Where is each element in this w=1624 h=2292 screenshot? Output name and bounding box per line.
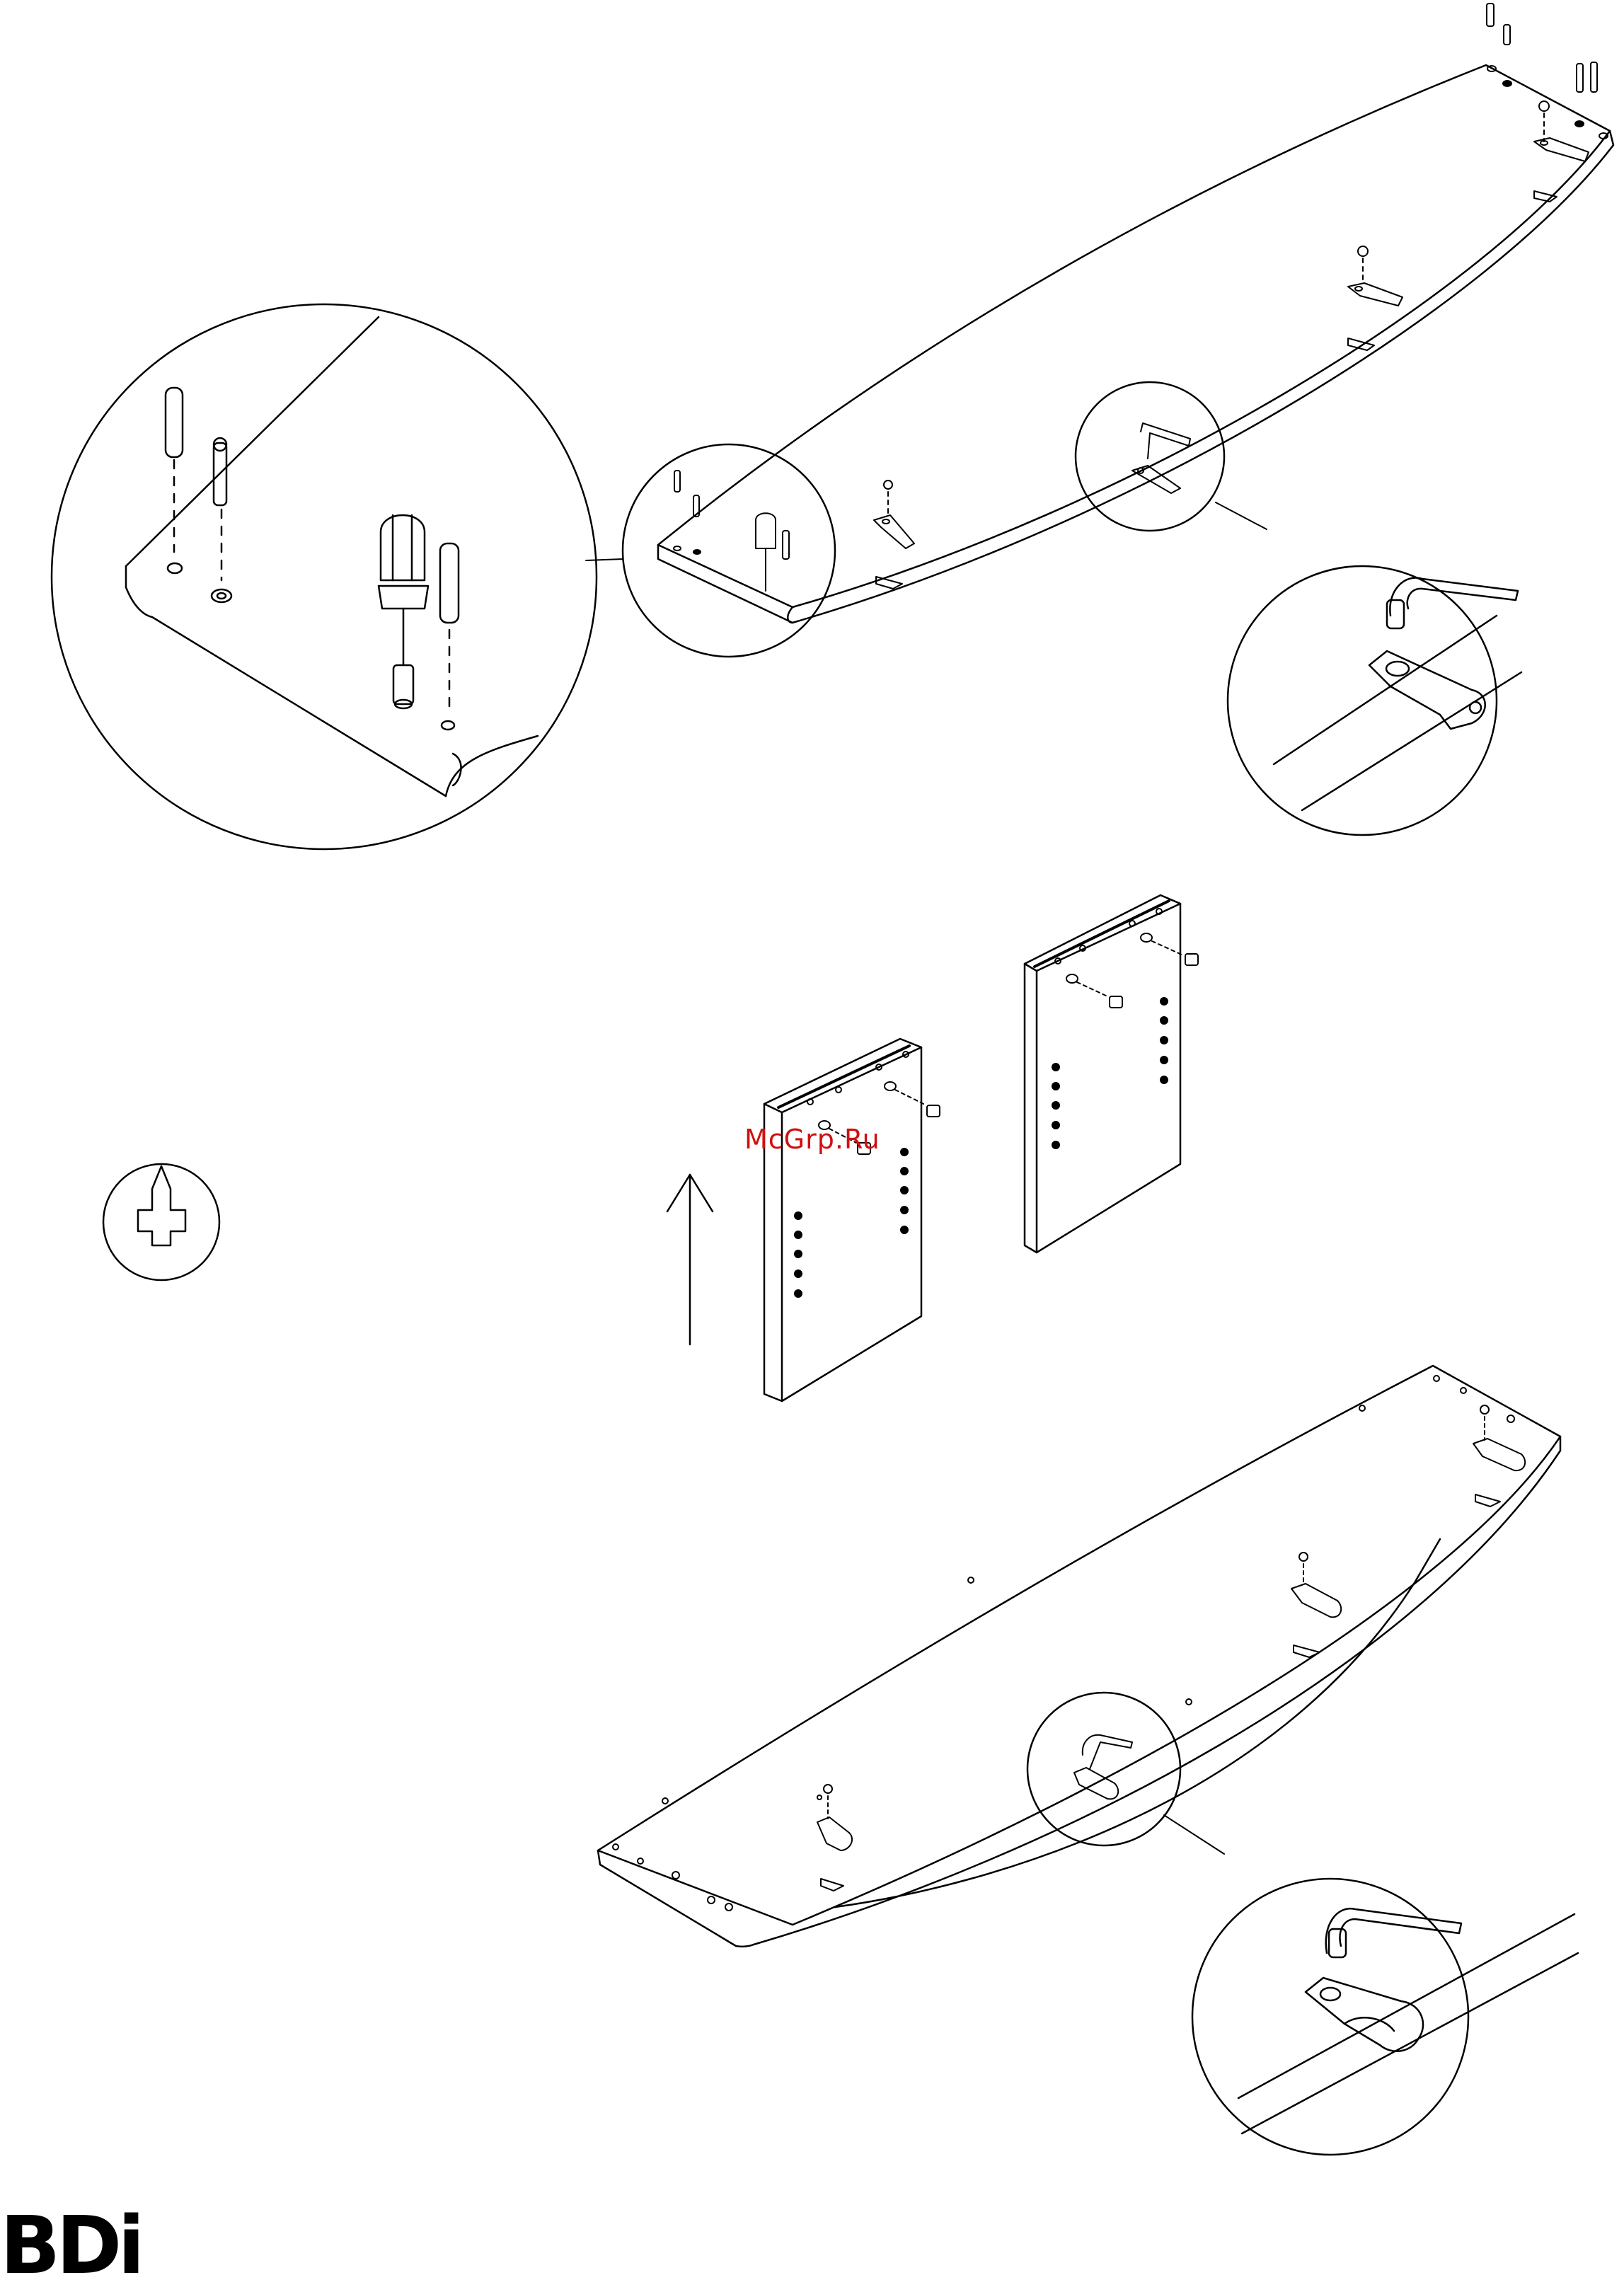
side-panel-left bbox=[764, 1039, 940, 1401]
wood-dowel-right bbox=[440, 543, 459, 730]
desktop-top-surface bbox=[658, 65, 1610, 607]
bracket-mid-left bbox=[874, 480, 914, 589]
watermark-text: McGrp.Ru bbox=[744, 1124, 880, 1155]
callout-line-lower bbox=[1164, 1815, 1224, 1854]
callout-line-left bbox=[586, 559, 623, 560]
detail-dowel-insertion bbox=[52, 304, 597, 849]
desktop-underside-view bbox=[598, 1366, 1560, 1947]
cam-lock-symbol bbox=[103, 1164, 219, 1280]
desktop-front-edge bbox=[658, 131, 1613, 623]
panel-holes-right bbox=[1052, 909, 1198, 1148]
detail-allen-key-bracket-1 bbox=[1228, 566, 1521, 835]
cam-bolt bbox=[212, 438, 231, 602]
wood-dowel-left bbox=[166, 388, 183, 573]
detail-circle-lower-small bbox=[1027, 1693, 1180, 1845]
lower-bracket-left bbox=[817, 1785, 852, 1891]
brand-logo: BDi bbox=[0, 2206, 141, 2286]
dowel-set-right bbox=[1487, 4, 1608, 139]
desktop-corner-round bbox=[788, 607, 793, 623]
underside-edge bbox=[598, 1436, 1560, 1947]
desktop-top-view bbox=[586, 4, 1613, 657]
left-end-hardware bbox=[674, 471, 789, 591]
up-arrow bbox=[667, 1175, 713, 1344]
callout-line-right bbox=[1216, 502, 1267, 529]
detail-allen-key-bracket-2 bbox=[1192, 1879, 1578, 2155]
side-panel-right bbox=[1025, 895, 1198, 1252]
detail-circle-left-small bbox=[623, 444, 835, 657]
screwdriver-icon bbox=[379, 515, 428, 708]
bracket-mid-right bbox=[1348, 246, 1403, 350]
underside-curve bbox=[835, 1539, 1440, 1907]
detail-circle-right-small bbox=[1076, 382, 1224, 531]
allen-key-small bbox=[1132, 423, 1190, 493]
underside-holes bbox=[613, 1376, 1514, 1911]
